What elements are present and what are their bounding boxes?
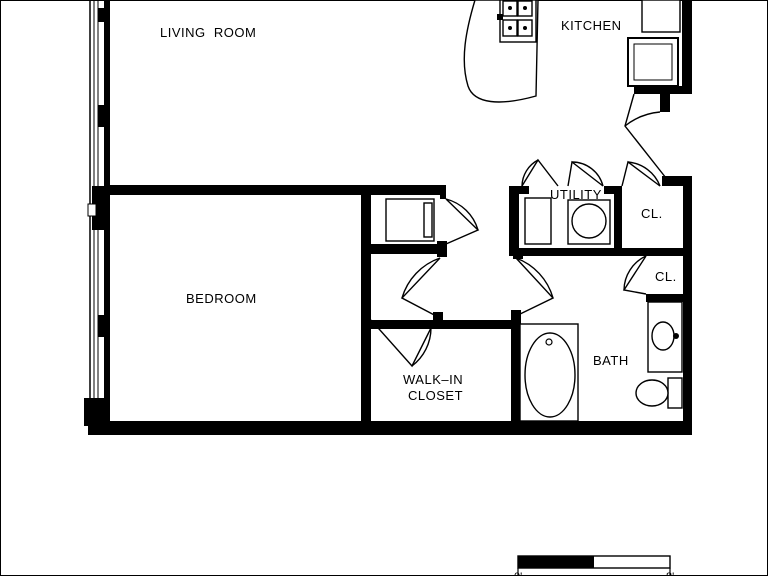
scale-bar: 0' 8' [514,555,674,576]
utility-appliances [524,197,611,245]
linen-cabinet [385,198,435,242]
label-living-room: LIVING ROOM [160,25,256,40]
scale-start-label: 0' [514,571,522,576]
label-closet-lower: CL. [655,269,677,284]
kitchen-island [463,0,539,103]
label-closet-upper: CL. [641,206,663,221]
label-walk-in: WALK–IN [403,372,463,387]
label-bath: BATH [593,353,629,368]
label-utility: UTILITY [550,187,602,202]
kitchen-walls [627,0,692,112]
scale-end-label: 8' [666,571,674,576]
doors [370,93,667,368]
left-window-wall [84,0,110,435]
bath-fixtures [519,301,683,422]
label-closet: CLOSET [408,388,463,403]
label-bedroom: BEDROOM [186,291,257,306]
bedroom-walls [88,185,692,435]
label-kitchen: KITCHEN [561,18,622,33]
walk-in-closet-walls [371,312,521,421]
